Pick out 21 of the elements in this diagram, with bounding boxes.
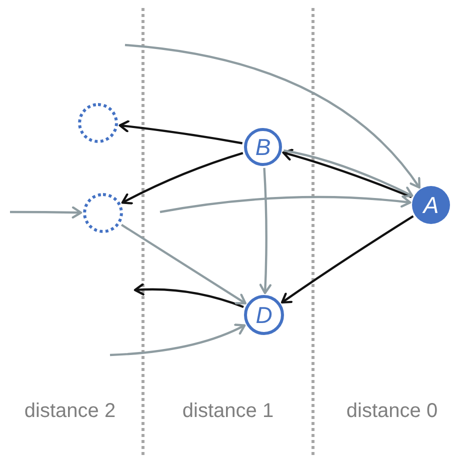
arrow [280,215,414,304]
arrow [134,283,244,308]
distance-label: distance 0 [346,400,438,423]
node-letter: B [255,136,271,158]
filled-node-circle [412,186,450,224]
node-circle [244,128,282,166]
node-circle [244,295,284,335]
empty-dotted-circle [83,193,123,233]
node-letter: D [256,304,272,326]
arrow [259,168,272,294]
arrow [121,152,244,204]
arrow [124,44,420,189]
arrow [10,206,82,219]
arrow [160,196,412,214]
empty-dotted-circle [78,103,118,143]
distance-label: distance 1 [182,400,274,423]
distance-label: distance 2 [24,400,116,423]
arrow [110,323,246,356]
node-letter: A [423,194,439,216]
arrow [120,224,246,304]
arrow [118,120,243,144]
